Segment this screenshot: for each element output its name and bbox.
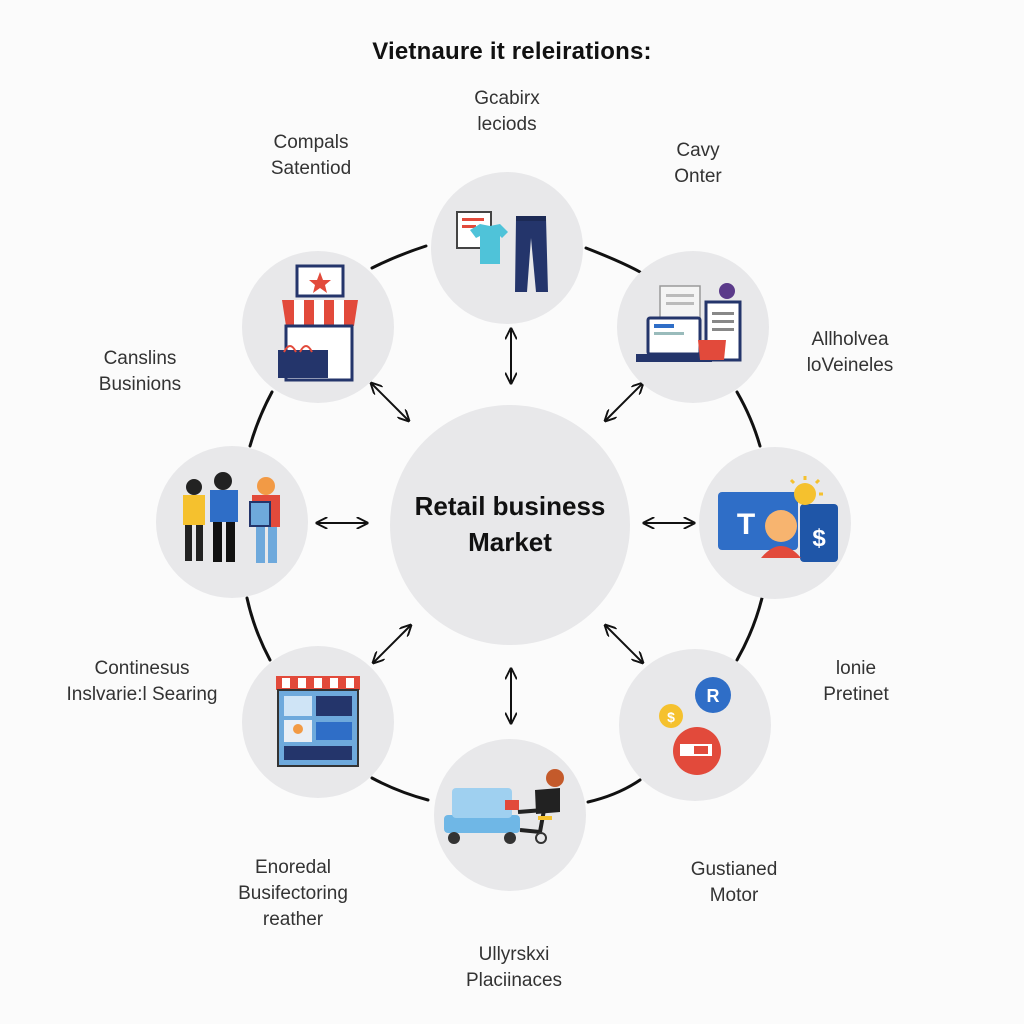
node-label-line1: lonie [835, 658, 877, 679]
ring-arc-topright-right [735, 390, 762, 448]
ring-arc-top-topright [584, 246, 642, 274]
center-label-line2: Market [468, 527, 552, 557]
arrow-bottom-right [606, 626, 642, 662]
payment-card-icon: T $ [718, 476, 838, 562]
node-label-right: Allholvea loVeineles [740, 327, 960, 379]
arrow-top-right [606, 384, 642, 420]
extra-label-bottom-left: Enoredal Busifectoring reather [183, 855, 403, 933]
ring-arc-bottomright-bottom [586, 778, 642, 804]
center-circle [390, 405, 630, 645]
laptop-documents-icon [636, 283, 742, 362]
svg-text:$: $ [812, 525, 826, 552]
clothing-icon [456, 211, 548, 292]
ring-arc-left-topleft [248, 390, 274, 448]
ring-arc-bottomleft-bottom [370, 776, 430, 802]
node-label-line2: Businions [98, 374, 182, 395]
svg-text:R: R [707, 686, 720, 706]
node-label-left: Canslins Businions [30, 346, 250, 398]
node-label-bottom: Ullyrskxi Placiinaces [404, 942, 624, 994]
node-label-top-right: Cavy Onter [588, 138, 808, 190]
node-label-line1: Compals [273, 132, 349, 153]
extra-label-line2: Busifectoring [238, 883, 348, 904]
node-label-line2: Placiinaces [465, 970, 563, 991]
ring-arc-left-bottomleft [245, 596, 272, 662]
node-circle-bottom-right [619, 649, 771, 801]
node-circle-top [431, 172, 583, 324]
node-label-line2: Pretinet [823, 684, 889, 705]
delivery-cart-icon [444, 769, 564, 844]
ring-connectors [245, 244, 764, 804]
ring-arc-right-bottomright [735, 596, 764, 662]
extra-label-line1: Enoredal [254, 857, 332, 878]
extra-label-line2: Motor [709, 885, 759, 906]
node-label-line2: Onter [674, 166, 722, 187]
node-label-line2: Inslvarie:l Searing [66, 684, 218, 705]
people-group-icon [183, 472, 280, 563]
node-label-line1: Canslins [103, 348, 177, 369]
node-label-line2: loVeineles [806, 355, 894, 376]
node-label-line2: leciods [477, 114, 537, 135]
center-label-line1: Retail business [414, 491, 606, 521]
svg-text:T: T [737, 508, 755, 541]
connector-arrows [318, 330, 693, 722]
extra-label-line1: Gustianed [690, 859, 778, 880]
ring-arc-topleft-top [370, 244, 428, 270]
svg-text:$: $ [667, 709, 675, 725]
node-label-bottom-right: lonie Pretinet [746, 656, 966, 708]
node-label-line1: Continesus [94, 658, 190, 679]
diagram-title: Vietnaure it releirations: [372, 38, 652, 65]
node-label-line1: Cavy [676, 140, 720, 161]
node-label-top-left: Compals Satentiod [201, 130, 421, 182]
extra-label-bottom-right: Gustianed Motor [624, 857, 844, 909]
node-label-top: Gcabirx leciods [397, 86, 617, 138]
extra-label-line3: reather [262, 909, 324, 930]
arrow-top-left [372, 384, 408, 420]
node-label-line1: Allholvea [811, 329, 889, 350]
center-label: Retail business Market [390, 488, 630, 560]
node-label-line1: Ullyrskxi [478, 944, 550, 965]
node-label-bottom-left: Continesus Inslvarie:l Searing [32, 656, 252, 708]
arrow-bottom-left [374, 626, 410, 662]
currency-coins-icon: R $ [659, 677, 731, 775]
store-shelves-icon [276, 676, 360, 767]
storefront-icon [278, 264, 358, 382]
node-label-line1: Gcabirx [474, 88, 540, 109]
node-label-line2: Satentiod [270, 158, 352, 179]
